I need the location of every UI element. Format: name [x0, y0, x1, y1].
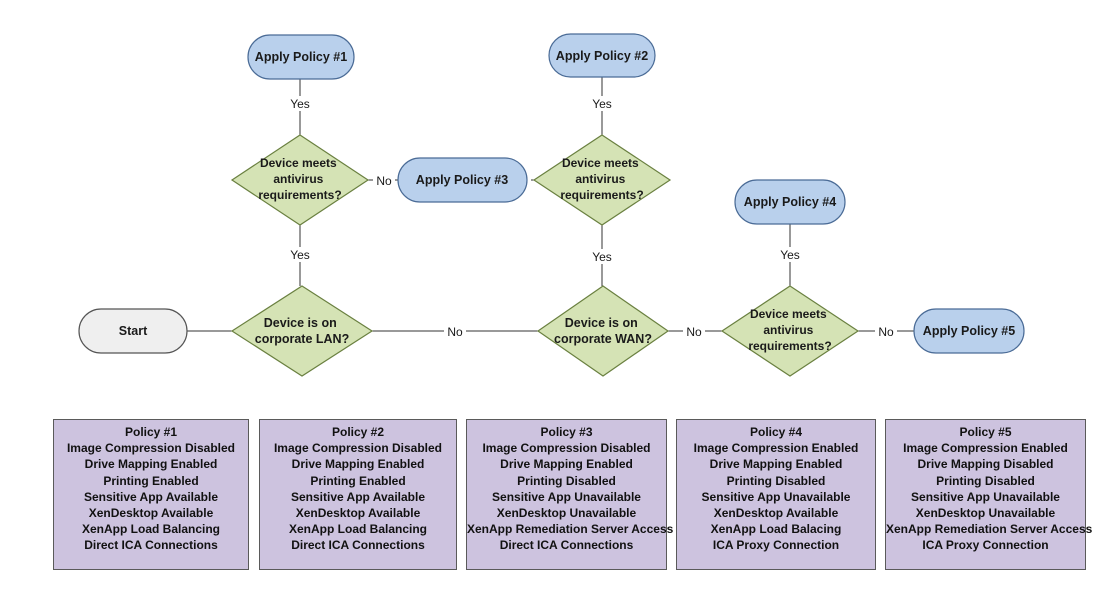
decision-corporate-wan-label: Device is on corporate WAN?: [554, 316, 652, 346]
policy-3-line: Drive Mapping Enabled: [500, 457, 633, 472]
apply-policy-3-label: Apply Policy #3: [416, 173, 508, 187]
policy-4-line: ICA Proxy Connection: [712, 538, 840, 553]
policy-2-line: Image Compression Disabled: [273, 441, 443, 456]
policy-2-line: XenDesktop Available: [295, 506, 421, 521]
policy-2-title: Policy #2: [331, 425, 385, 439]
policy-1-line: Drive Mapping Enabled: [84, 457, 218, 472]
policy-3-line: XenApp Remediation Server Access: [467, 522, 674, 537]
policy-5-line: ICA Proxy Connection: [922, 538, 1049, 553]
policy-box-4: Policy #4 Image Compression Enabled Driv…: [676, 419, 876, 570]
policy-4-title: Policy #4: [749, 425, 803, 439]
policy-1-line: Direct ICA Connections: [84, 538, 218, 553]
apply-policy-5-label: Apply Policy #5: [923, 324, 1015, 338]
policy-4-line: Image Compression Enabled: [693, 441, 859, 456]
decision-antivirus-1-label: Device meets antivirus requirements?: [258, 156, 341, 202]
policy-4-line: Sensitive App Unavailable: [701, 489, 851, 504]
node-start: Start: [78, 308, 188, 354]
apply-policy-2-label: Apply Policy #2: [556, 49, 648, 63]
decision-antivirus-1: Device meets antivirus requirements?: [230, 134, 370, 226]
policy-2-line: XenApp Load Balancing: [288, 522, 427, 537]
edge-label-av3-yes: Yes: [780, 248, 800, 262]
policy-box-1: Policy #1 Image Compression Disabled Dri…: [53, 419, 249, 570]
policy-5-title: Policy #5: [959, 425, 1012, 439]
node-apply-policy-1: Apply Policy #1: [247, 34, 355, 80]
policy-1-title: Policy #1: [124, 425, 178, 439]
apply-policy-4-label: Apply Policy #4: [744, 195, 836, 209]
edge-labels: Yes Yes Yes Yes Yes No No No No No: [289, 96, 897, 339]
edge-label-av1-no: No: [376, 174, 392, 188]
policy-5-line: XenDesktop Unavailable: [915, 506, 1056, 521]
policy-5-line: Printing Disabled: [936, 473, 1035, 488]
policy-1-line: Printing Enabled: [103, 473, 199, 488]
node-apply-policy-5: Apply Policy #5: [913, 308, 1025, 354]
policy-4-line: Drive Mapping Enabled: [709, 457, 843, 472]
policy-5-line: Sensitive App Unavailable: [911, 489, 1060, 504]
decision-corporate-wan: Device is on corporate WAN?: [536, 285, 670, 377]
policy-5-line: Image Compression Enabled: [903, 441, 1068, 456]
policy-3-line: Sensitive App Unavailable: [492, 489, 641, 504]
edge-label-wan-no: No: [686, 325, 702, 339]
policy-4-line: XenApp Load Balacing: [710, 522, 842, 537]
policy-1-line: Sensitive App Available: [83, 489, 219, 504]
apply-policy-1-label: Apply Policy #1: [255, 50, 347, 64]
edge-label-av2-yes: Yes: [592, 97, 612, 111]
node-apply-policy-2: Apply Policy #2: [548, 33, 656, 78]
policy-3-title: Policy #3: [540, 425, 593, 439]
policy-3-line: Image Compression Disabled: [482, 441, 651, 456]
decision-antivirus-2-label: Device meets antivirus requirements?: [560, 156, 643, 202]
decision-antivirus-3-label: Device meets antivirus requirements?: [748, 307, 831, 353]
policy-1-line: XenDesktop Available: [88, 506, 214, 521]
policy-box-3: Policy #3 Image Compression Disabled Dri…: [466, 419, 674, 570]
edge-label-lan-yes: Yes: [290, 248, 310, 262]
policy-5-line: XenApp Remediation Server Access: [886, 522, 1093, 537]
node-apply-policy-4: Apply Policy #4: [734, 179, 846, 225]
node-apply-policy-3: Apply Policy #3: [397, 157, 528, 203]
edge-label-av3-no: No: [878, 325, 894, 339]
policy-2-line: Direct ICA Connections: [291, 538, 425, 553]
policy-box-2: Policy #2 Image Compression Disabled Dri…: [259, 419, 457, 570]
policy-1-line: XenApp Load Balancing: [81, 522, 220, 537]
policy-3-line: Printing Disabled: [517, 473, 616, 488]
edge-label-av1-yes: Yes: [290, 97, 310, 111]
policy-2-line: Printing Enabled: [310, 473, 406, 488]
policy-3-line: Direct ICA Connections: [499, 538, 634, 553]
policy-2-line: Drive Mapping Enabled: [291, 457, 425, 472]
decision-corporate-lan: Device is on corporate LAN?: [230, 285, 374, 377]
policy-5-line: Drive Mapping Disabled: [917, 457, 1054, 472]
edge-label-wan-yes: Yes: [592, 250, 612, 264]
policy-box-5: Policy #5 Image Compression Enabled Driv…: [885, 419, 1093, 570]
decision-corporate-lan-label: Device is on corporate LAN?: [255, 316, 349, 346]
policy-2-line: Sensitive App Available: [290, 489, 426, 504]
policy-1-line: Image Compression Disabled: [66, 441, 236, 456]
decision-antivirus-3: Device meets antivirus requirements?: [720, 285, 860, 377]
policy-4-line: Printing Disabled: [726, 473, 826, 488]
decision-antivirus-2: Device meets antivirus requirements?: [532, 134, 672, 226]
edge-label-lan-no: No: [447, 325, 463, 339]
policy-4-line: XenDesktop Available: [713, 506, 839, 521]
policy-3-line: XenDesktop Unavailable: [496, 506, 637, 521]
start-label: Start: [119, 324, 148, 338]
